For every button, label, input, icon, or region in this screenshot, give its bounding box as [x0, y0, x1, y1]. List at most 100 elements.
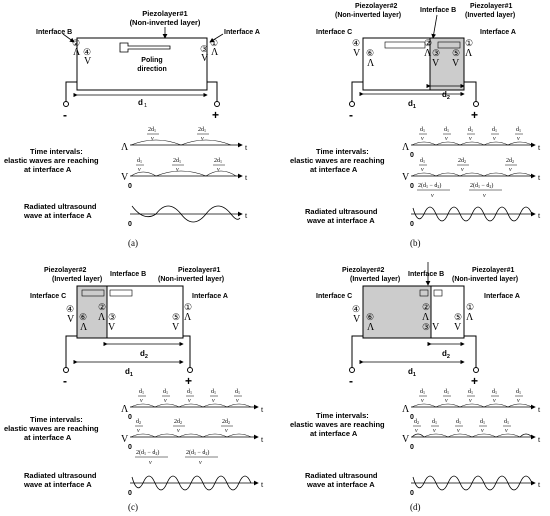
svg-text:t: t [538, 435, 541, 444]
svg-text:2d1: 2d1 [173, 158, 181, 164]
svg-text:v: v [493, 136, 496, 142]
svg-text:2d2: 2d2 [506, 158, 514, 164]
svg-text:⑤: ⑤ [172, 312, 180, 322]
svg-text:Λ: Λ [402, 404, 410, 415]
svg-text:0: 0 [410, 183, 414, 190]
svg-text:V: V [353, 48, 361, 59]
svg-text:v: v [517, 398, 520, 404]
num-1: ① [210, 38, 218, 48]
svg-text:Radiated ultrasound: Radiated ultrasound [305, 471, 378, 480]
svg-text:d1: d1 [444, 127, 449, 133]
svg-text:V: V [67, 314, 75, 325]
svg-text:2d2: 2d2 [174, 419, 182, 425]
svg-text:d1: d1 [456, 419, 461, 425]
svg-text:v: v [445, 398, 448, 404]
peak-up-icon: Λ [211, 47, 219, 58]
time-intervals-label: Time intervals: [30, 147, 83, 156]
peak-up-icon: Λ [73, 47, 81, 58]
svg-text:wave at interface A: wave at interface A [306, 216, 375, 225]
svg-text:v: v [505, 428, 508, 434]
svg-text:v: v [457, 428, 460, 434]
d1-label: d [138, 98, 143, 107]
svg-text:②: ② [424, 38, 432, 48]
svg-text:v: v [481, 428, 484, 434]
svg-text:Piezolayer#1: Piezolayer#1 [470, 3, 513, 10]
svg-text:(Non-inverted layer): (Non-inverted layer) [452, 276, 518, 283]
svg-text:v: v [517, 136, 520, 142]
svg-text:t: t [245, 173, 248, 182]
svg-text:wave at interface A: wave at interface A [23, 480, 92, 489]
svg-text:2d1: 2d1 [214, 158, 222, 164]
piezolayer-box [76, 37, 208, 91]
svg-text:(Non-inverted layer): (Non-inverted layer) [335, 12, 401, 19]
svg-text:V: V [452, 58, 460, 69]
svg-text:V: V [432, 58, 440, 69]
svg-text:d1: d1 [211, 389, 216, 395]
svg-text:0: 0 [410, 444, 414, 451]
svg-text:d2: d2 [442, 90, 450, 101]
svg-text:Radiated ultrasound: Radiated ultrasound [305, 207, 378, 216]
svg-text:(Non-inverted layer): (Non-inverted layer) [158, 276, 224, 283]
svg-text:⑥: ⑥ [366, 48, 374, 58]
svg-text:d2: d2 [136, 419, 141, 425]
svg-text:d1: d1 [125, 367, 133, 378]
svg-text:v: v [177, 428, 180, 434]
svg-text:d1: d1 [432, 419, 437, 425]
svg-text:③: ③ [432, 48, 440, 58]
svg-text:Interface C: Interface C [316, 29, 352, 36]
svg-text:④: ④ [66, 304, 74, 314]
svg-text:d1: d1 [420, 127, 425, 133]
svg-text:t: t [538, 173, 541, 182]
svg-text:Interface A: Interface A [484, 293, 520, 300]
svg-text:0: 0 [128, 490, 132, 497]
svg-text:⑤: ⑤ [452, 48, 460, 58]
interface-a-label: Interface A [224, 29, 260, 36]
minus-terminal: - [63, 108, 67, 122]
svg-text:Piezolayer#1: Piezolayer#1 [472, 267, 515, 274]
svg-text:v: v [461, 167, 464, 173]
svg-text:①: ① [466, 302, 474, 312]
svg-text:v: v [493, 398, 496, 404]
svg-text:0: 0 [128, 414, 132, 421]
svg-text:V: V [353, 314, 361, 325]
svg-text:d2: d2 [140, 349, 148, 360]
svg-text:2(d1 − d2): 2(d1 − d2) [418, 182, 441, 189]
svg-text:v: v [225, 428, 228, 434]
svg-text:(Inverted layer): (Inverted layer) [465, 12, 515, 19]
svg-text:d1: d1 [468, 389, 473, 395]
peak-down-icon: V [201, 53, 209, 64]
svg-text:V: V [454, 322, 462, 333]
svg-text:Λ: Λ [121, 142, 129, 153]
svg-text:Interface C: Interface C [316, 293, 352, 300]
svg-text:t: t [261, 435, 264, 444]
svg-text:d1: d1 [516, 127, 521, 133]
svg-text:Λ: Λ [402, 142, 410, 153]
svg-text:0: 0 [410, 152, 414, 159]
svg-text:d2: d2 [442, 349, 450, 360]
panel-c: Piezolayer#2 (Inverted layer) Piezolayer… [4, 267, 264, 512]
svg-text:②: ② [98, 302, 106, 312]
radiated-label: Radiated ultrasound [24, 202, 97, 211]
svg-text:d1: d1 [235, 389, 240, 395]
svg-text:Time intervals:: Time intervals: [316, 147, 369, 156]
svg-text:⑥: ⑥ [366, 312, 374, 322]
svg-text:t: t [538, 211, 541, 220]
svg-text:elastic waves are reaching: elastic waves are reaching [290, 156, 385, 165]
svg-text:0: 0 [128, 444, 132, 451]
svg-text:Λ: Λ [98, 312, 106, 323]
svg-text:0: 0 [128, 183, 132, 190]
svg-text:+: + [185, 374, 192, 388]
svg-text:d2: d2 [414, 419, 419, 425]
svg-text:Λ: Λ [184, 312, 192, 323]
svg-text:v: v [469, 398, 472, 404]
svg-text:v: v [176, 167, 179, 173]
layer1-subtitle: (Non-inverted layer) [130, 18, 201, 27]
svg-text:v: v [188, 398, 191, 404]
svg-text:V: V [121, 434, 129, 445]
svg-text:v: v [469, 136, 472, 142]
svg-text:d1: d1 [137, 158, 142, 164]
svg-text:v: v [415, 428, 418, 434]
poling-arrow-icon [384, 41, 426, 49]
svg-text:t: t [538, 143, 541, 152]
